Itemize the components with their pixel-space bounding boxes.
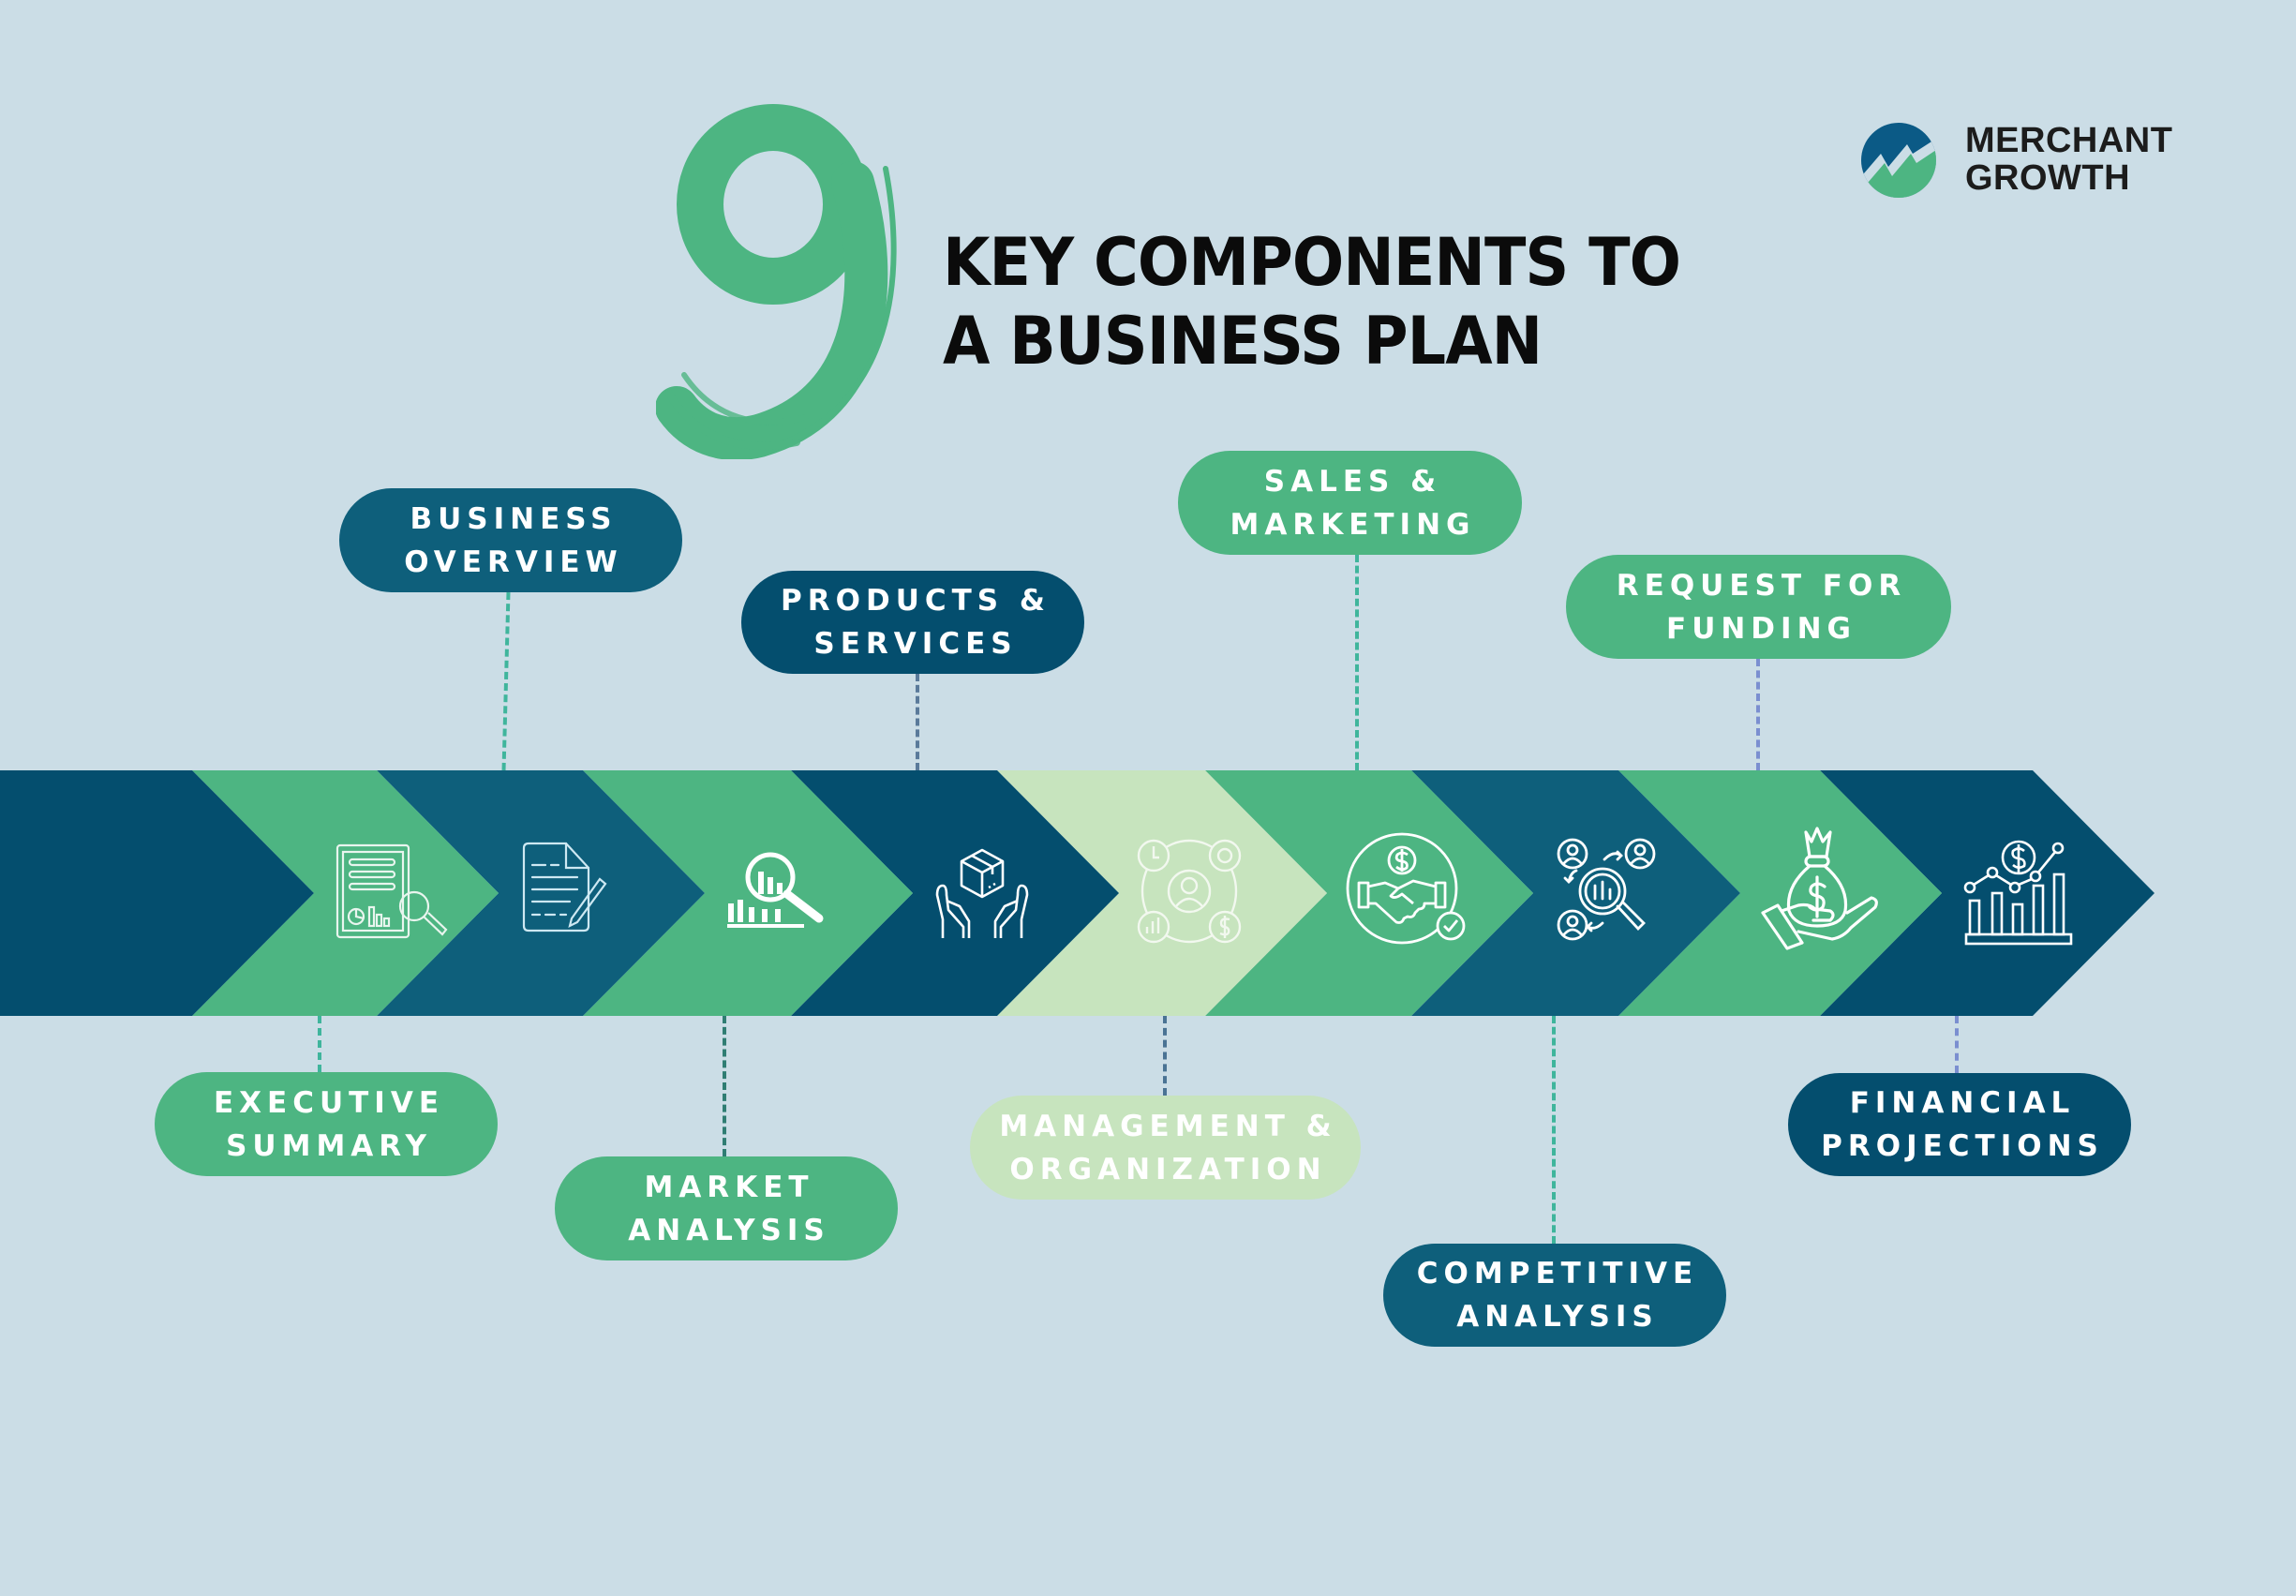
connector-executive-summary [318, 1016, 321, 1072]
money-bag-hand-icon [1757, 825, 1881, 950]
management-network-icon [1137, 839, 1242, 944]
label-text-line-1: BUSINESS [410, 501, 618, 536]
chevron-start-block [0, 770, 314, 1016]
label-request-funding[interactable]: REQUEST FOR FUNDING [1566, 555, 1951, 659]
merchant-growth-logo: MERCHANT GROWTH [1860, 120, 2179, 201]
title-line-1: KEY COMPONENTS TO [943, 224, 1681, 301]
label-text-line-1: MARKET [644, 1170, 814, 1204]
label-text-line-1: MANAGEMENT & [999, 1109, 1337, 1143]
label-text-line-2: ANALYSIS [628, 1213, 830, 1247]
label-text-line-2: SUMMARY [226, 1128, 432, 1163]
chevron-products-services [791, 770, 1119, 1016]
label-text-line-2: MARKETING [1230, 507, 1476, 542]
connector-financial-projections [1955, 1016, 1959, 1073]
label-market-analysis[interactable]: MARKET ANALYSIS [555, 1156, 898, 1260]
label-text-line-1: REQUEST FOR [1616, 568, 1907, 603]
label-text-line-1: FINANCIAL [1849, 1086, 2076, 1120]
connector-competitive-analysis [1552, 1016, 1556, 1244]
label-text-line-2: PROJECTIONS [1821, 1129, 2104, 1163]
label-text-line-2: SERVICES [813, 627, 1018, 661]
chevron-request-funding [1618, 770, 1942, 1016]
label-business-overview[interactable]: BUSINESS OVERVIEW [339, 488, 682, 592]
document-pencil-icon [521, 842, 609, 932]
market-analysis-icon [725, 851, 834, 928]
label-text-line-1: SALES & [1263, 464, 1442, 499]
label-sales-marketing[interactable]: SALES & MARKETING [1178, 451, 1522, 555]
connector-management [1163, 1016, 1167, 1096]
logo-text-merchant: MERCHANT [1965, 121, 2173, 160]
label-text-line-2: FUNDING [1666, 611, 1856, 646]
logo-mountain-icon [1861, 123, 1936, 198]
label-text-line-1: COMPETITIVE [1416, 1257, 1699, 1290]
connector-products-services [916, 674, 919, 770]
chevron-financial-projections [1820, 770, 2154, 1016]
competitor-search-icon [1556, 837, 1661, 942]
label-management-organization[interactable]: MANAGEMENT & ORGANIZATION [970, 1096, 1361, 1200]
label-competitive-analysis[interactable]: COMPETITIVE ANALYSIS [1383, 1244, 1726, 1347]
label-text-line-2: ORGANIZATION [1009, 1152, 1327, 1186]
label-financial-projections[interactable]: FINANCIAL PROJECTIONS [1788, 1073, 2131, 1176]
connector-market-analysis [723, 1016, 726, 1156]
chevron-competitive-analysis [1411, 770, 1740, 1016]
number-nine-graphic [656, 104, 897, 459]
chevron-executive-summary [192, 770, 499, 1016]
chevron-market-analysis [583, 770, 913, 1016]
connector-request-funding [1756, 659, 1760, 770]
report-magnifier-icon [335, 843, 450, 939]
chevron-management-organization [997, 770, 1327, 1016]
chevron-business-overview [377, 770, 705, 1016]
hands-box-icon [935, 846, 1029, 940]
label-text-line-2: OVERVIEW [404, 544, 623, 579]
label-text-line-1: PRODUCTS & [781, 584, 1051, 618]
financial-chart-icon [1963, 839, 2075, 946]
label-executive-summary[interactable]: EXECUTIVE SUMMARY [155, 1072, 498, 1176]
connector-sales-marketing [1355, 555, 1359, 770]
label-products-services[interactable]: PRODUCTS & SERVICES [741, 571, 1084, 674]
label-text-line-1: EXECUTIVE [213, 1085, 445, 1120]
label-text-line-2: ANALYSIS [1456, 1300, 1659, 1334]
title-line-2: A BUSINESS PLAN [943, 303, 1543, 380]
handshake-dollar-icon [1346, 832, 1471, 948]
logo-text-growth: GROWTH [1965, 158, 2131, 198]
